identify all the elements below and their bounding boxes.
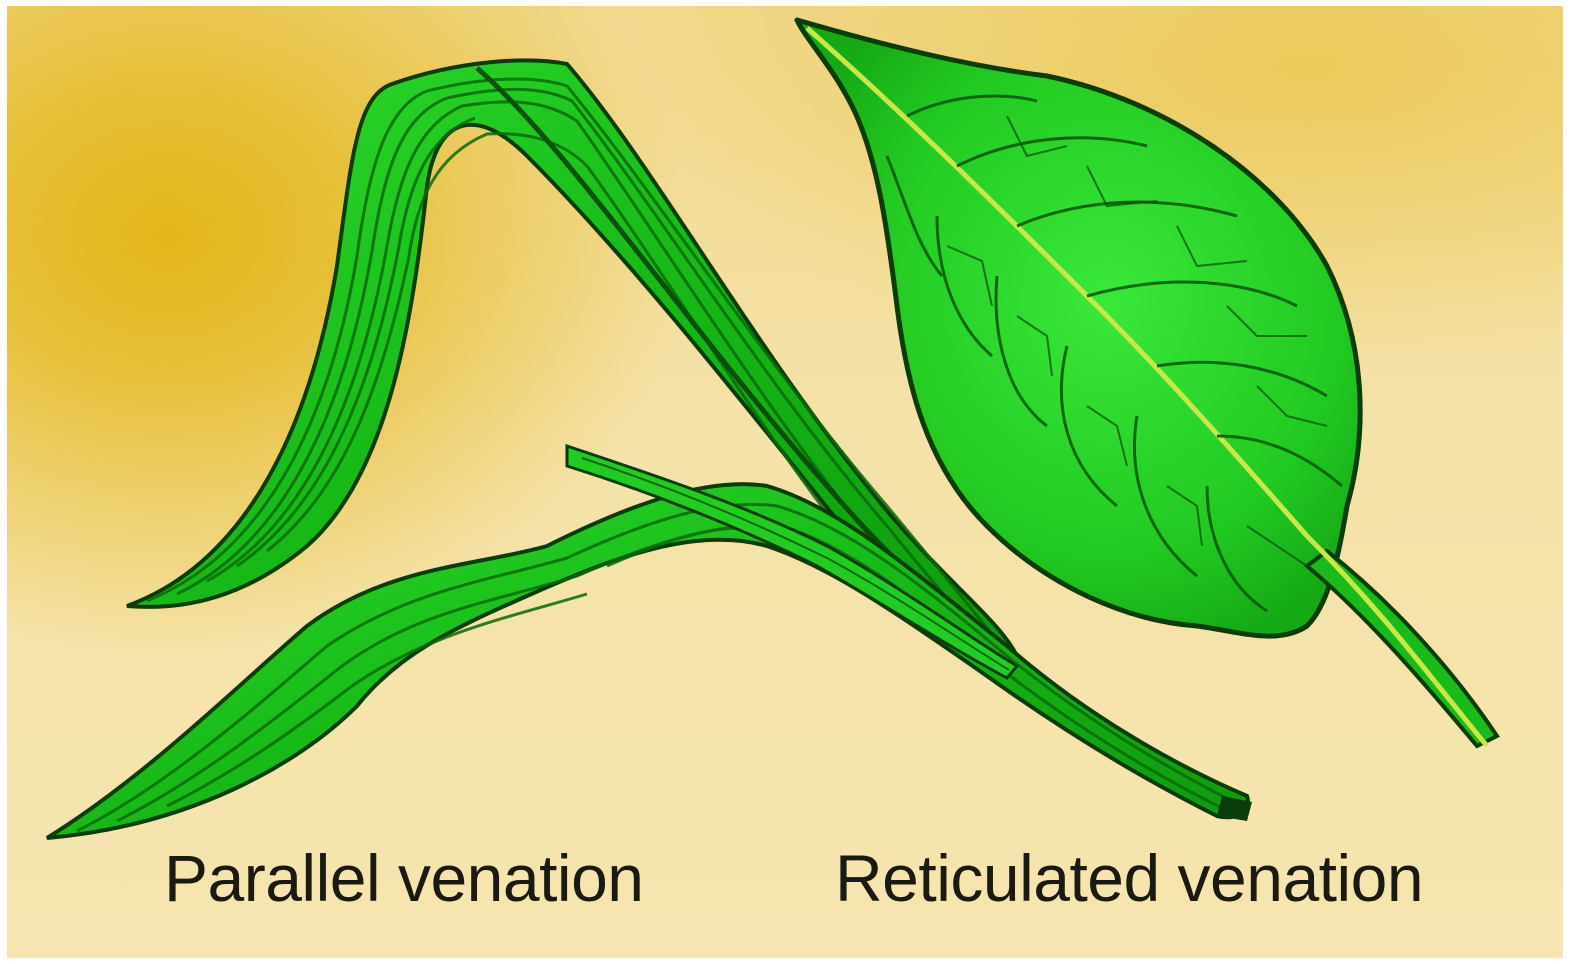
leaf-illustration: [7, 6, 1563, 958]
reticulated-venation-label: Reticulated venation: [835, 838, 1515, 918]
parallel-venation-label: Parallel venation: [164, 838, 724, 918]
diagram-panel: Parallel venation Reticulated venation: [7, 6, 1563, 958]
reticulated-leaf: [797, 20, 1497, 746]
